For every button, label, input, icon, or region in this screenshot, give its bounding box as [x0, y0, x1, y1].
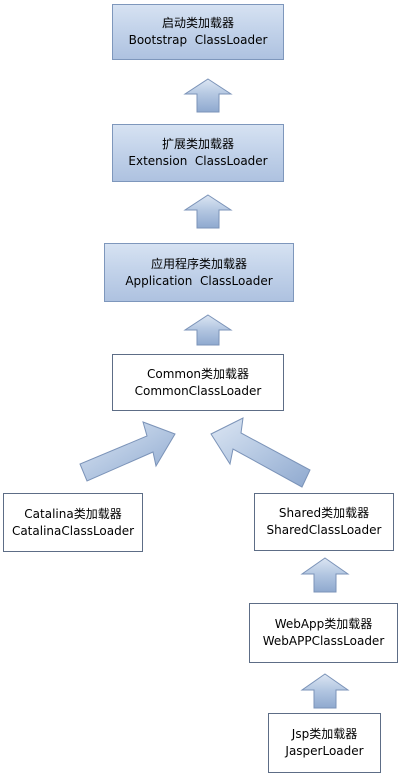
extension-name: Extension ClassLoader: [128, 154, 268, 168]
arrow-webapp-to-shared: [300, 557, 350, 593]
jsp-name: JasperLoader: [285, 744, 364, 758]
arrow-common-to-application: [183, 314, 233, 346]
application-classloader-box: 应用程序类加载器 Application ClassLoader: [104, 243, 294, 302]
common-title: Common类加载器: [146, 366, 250, 381]
bootstrap-classloader-box: 启动类加载器 Bootstrap ClassLoader: [112, 4, 284, 60]
jsp-title: Jsp类加载器: [291, 727, 358, 741]
jsp-classloader-box: Jsp类加载器 JasperLoader: [268, 713, 381, 773]
webapp-name: WebAPPClassLoader: [262, 634, 385, 648]
webapp-title: WebApp类加载器: [274, 617, 373, 631]
shared-name: SharedClassLoader: [266, 523, 382, 537]
arrow-shared-to-common: [210, 417, 311, 488]
application-name: Application ClassLoader: [125, 273, 273, 288]
common-classloader-box: Common类加载器 CommonClassLoader: [112, 354, 284, 411]
catalina-name: CatalinaClassLoader: [11, 523, 135, 538]
bootstrap-title: 启动类加载器: [161, 16, 234, 30]
arrow-application-to-extension: [183, 194, 233, 229]
extension-classloader-box: 扩展类加载器 Extension ClassLoader: [112, 124, 284, 182]
arrow-extension-to-bootstrap: [183, 78, 233, 113]
arrow-catalina-to-common: [79, 421, 176, 482]
shared-title: Shared类加载器: [278, 506, 370, 520]
catalina-title: Catalina类加载器: [24, 506, 122, 521]
application-title: 应用程序类加载器: [150, 256, 247, 271]
extension-title: 扩展类加载器: [161, 137, 234, 151]
arrow-jsp-to-webapp: [300, 673, 350, 709]
common-name: CommonClassLoader: [134, 383, 262, 398]
catalina-classloader-box: Catalina类加载器 CatalinaClassLoader: [3, 493, 143, 552]
webapp-classloader-box: WebApp类加载器 WebAPPClassLoader: [249, 603, 398, 663]
bootstrap-name: Bootstrap ClassLoader: [128, 33, 268, 47]
shared-classloader-box: Shared类加载器 SharedClassLoader: [254, 493, 394, 551]
